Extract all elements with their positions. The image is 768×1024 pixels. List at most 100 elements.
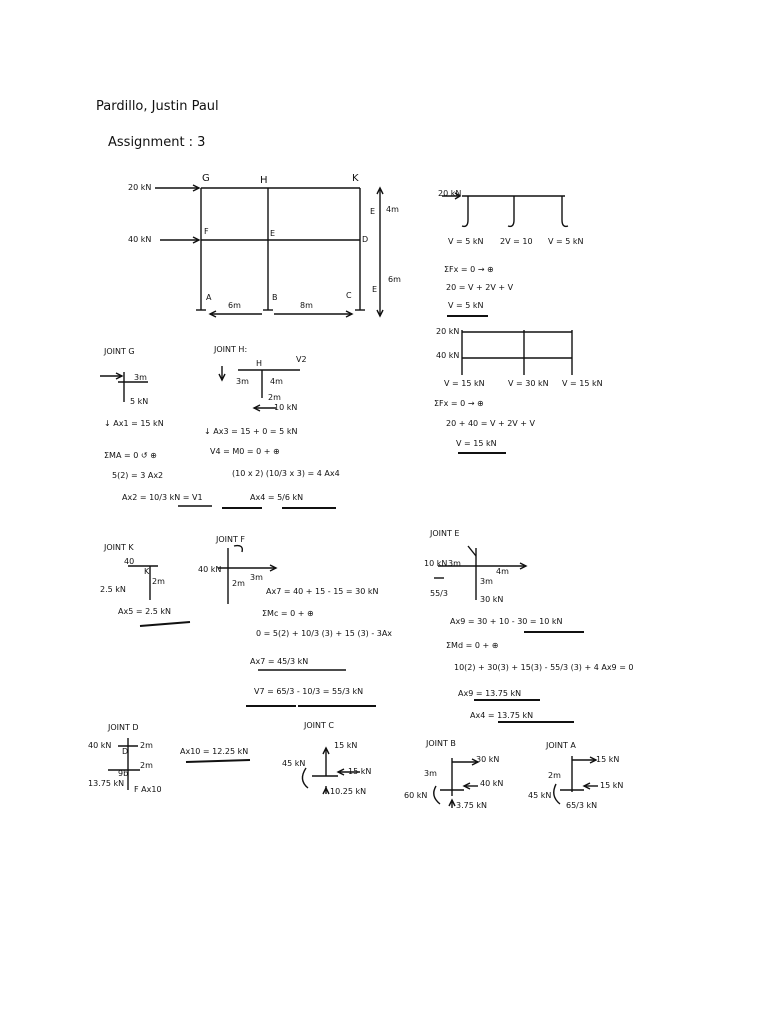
joint-g-dim: 3m — [134, 373, 147, 382]
joint-g-sketch — [100, 372, 148, 402]
joint-a-val-5: 65/3 kN — [566, 801, 598, 810]
joint-k-val-1: 40 — [124, 557, 135, 566]
joint-d-val-7: F Ax10 — [134, 785, 162, 794]
joint-e-val-1: 10 kN — [424, 559, 448, 568]
student-name: Pardillo, Justin Paul — [96, 99, 219, 114]
joint-e-val-4: 4m — [496, 567, 509, 576]
bottom-eq2: 20 + 40 = V + 2V + V — [446, 419, 536, 428]
joint-k-sketch — [128, 565, 191, 627]
joint-d-val-5: 9b — [118, 769, 129, 778]
joint-c-val-4: 10.25 kN — [330, 787, 367, 796]
joint-d-sketch — [108, 738, 251, 790]
joint-d-title: JOINT D — [108, 723, 139, 732]
joint-h-load: 10 kN — [274, 403, 298, 412]
joint-e-eq4: Ax9 = 13.75 kN — [458, 689, 522, 698]
joint-h-title: JOINT H: — [214, 345, 248, 354]
joint-f-val-3: 2m — [232, 579, 245, 588]
joint-f-eq1: Ax7 = 40 + 15 - 15 = 30 kN — [266, 587, 379, 596]
span-label-2: 8m — [300, 301, 313, 310]
joint-a-val-4: 15 kN — [600, 781, 624, 790]
joint-c-val-3: 15 kN — [348, 767, 372, 776]
joint-f-title: JOINT F — [216, 535, 246, 544]
joint-k-result: Ax5 = 2.5 kN — [118, 607, 171, 616]
joint-e-val-5: 55/3 — [430, 589, 448, 598]
joint-b-val-4: 60 kN — [404, 791, 428, 800]
top-result: V = 5 kN — [448, 301, 484, 310]
top-eq1: ΣFx = 0 → ⊕ — [444, 265, 494, 274]
bottom-shear-3: V = 15 kN — [562, 379, 603, 388]
frame-diagram — [155, 184, 384, 318]
joint-h-dim-1: 3m — [236, 377, 249, 386]
joint-b-val-1: 3m — [424, 769, 437, 778]
joint-f-eq4: Ax7 = 45/3 kN — [250, 657, 309, 666]
e-label-bottom: E — [372, 285, 378, 294]
joint-h-node: H — [256, 359, 263, 368]
joint-f-eq2: ΣMc = 0 + ⊕ — [262, 609, 314, 618]
bottom-story-load-1: 20 kN — [436, 327, 460, 336]
joint-g-eq1: ↓ Ax1 = 15 kN — [104, 419, 164, 428]
load-label-bottom: 40 kN — [128, 235, 152, 244]
joint-b-title: JOINT B — [426, 739, 456, 748]
joint-d-val-1: 40 kN — [88, 741, 112, 750]
joint-f-eq3: 0 = 5(2) + 10/3 (3) + 15 (3) - 3Ax — [256, 629, 393, 638]
joint-h-sketch — [178, 366, 336, 509]
joint-e-eq5: Ax4 = 13.75 kN — [470, 711, 534, 720]
load-label-top: 20 kN — [128, 183, 152, 192]
joint-a-title: JOINT A — [546, 741, 576, 750]
joint-f-sketch — [218, 544, 376, 707]
joint-b-val-3: 40 kN — [480, 779, 504, 788]
joint-d-val-3: 2m — [140, 741, 153, 750]
top-shear-2: 2V = 10 — [500, 237, 533, 246]
node-f: F — [204, 227, 209, 236]
joint-e-title: JOINT E — [430, 529, 460, 538]
joint-e-val-3: 3m — [480, 577, 493, 586]
assignment-title: Assignment : 3 — [108, 135, 206, 150]
joint-e-eq2: ΣMd = 0 + ⊕ — [446, 641, 499, 650]
node-a: A — [206, 293, 212, 302]
top-shear-3: V = 5 kN — [548, 237, 584, 246]
joint-e-eq3: 10(2) + 30(3) + 15(3) - 55/3 (3) + 4 Ax9… — [454, 663, 634, 672]
joint-c-title: JOINT C — [304, 721, 335, 730]
joint-k-val-2: K — [144, 567, 150, 576]
joint-h-dim-3: 2m — [268, 393, 281, 402]
joint-b-sketch — [433, 758, 480, 808]
joint-a-sketch — [553, 756, 598, 805]
joint-b-val-2: 30 kN — [476, 755, 500, 764]
joint-a-val-3: 45 kN — [528, 791, 552, 800]
joint-h-eq4: Ax4 = 5/6 kN — [250, 493, 304, 502]
joint-c-sketch — [301, 746, 360, 795]
node-k: K — [352, 173, 359, 184]
joint-b-val-5: 3.75 kN — [456, 801, 487, 810]
joint-h-v: V2 — [296, 355, 307, 364]
top-story-load: 20 kN — [438, 189, 462, 198]
joint-f-val-2: 3m — [250, 573, 263, 582]
joint-g-title: JOINT G — [104, 347, 135, 356]
joint-d-result: Ax10 = 12.25 kN — [180, 747, 249, 756]
joint-g-shear: 5 kN — [130, 397, 149, 406]
top-shear-1: V = 5 kN — [448, 237, 484, 246]
node-g: G — [202, 173, 210, 184]
joint-c-val-1: 15 kN — [334, 741, 358, 750]
bottom-result: V = 15 kN — [456, 439, 497, 448]
joint-f-eq5: V7 = 65/3 - 10/3 = 55/3 kN — [254, 687, 364, 696]
span-label-1: 6m — [228, 301, 241, 310]
joint-h-eq3: (10 x 2) (10/3 x 3) = 4 Ax4 — [232, 469, 340, 478]
joint-h-dim-2: 4m — [270, 377, 283, 386]
e-label-top: E — [370, 207, 376, 216]
joint-k-val-3: 2m — [152, 577, 165, 586]
joint-e-sketch — [434, 545, 584, 723]
joint-g-eq3: 5(2) = 3 Ax2 — [112, 471, 164, 480]
node-b: B — [272, 293, 278, 302]
node-c: C — [346, 291, 352, 300]
bottom-shear-1: V = 15 kN — [444, 379, 485, 388]
height-label-top: 4m — [386, 205, 399, 214]
top-eq2: 20 = V + 2V + V — [446, 283, 514, 292]
bottom-shear-2: V = 30 kN — [508, 379, 549, 388]
joint-a-val-1: 2m — [548, 771, 561, 780]
node-e: E — [270, 229, 276, 238]
joint-a-val-2: 15 kN — [596, 755, 620, 764]
joint-h-eq2: V4 = M0 = 0 + ⊕ — [210, 447, 280, 456]
height-label-bottom: 6m — [388, 275, 401, 284]
